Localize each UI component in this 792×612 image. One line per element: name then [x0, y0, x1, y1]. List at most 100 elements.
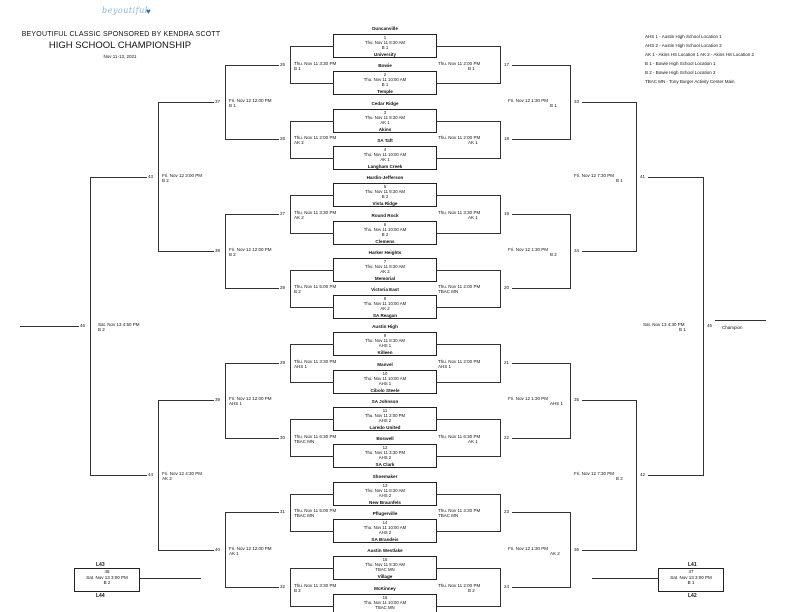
team-top: Bowie: [378, 63, 392, 69]
game-time: Fri. Nov 12 4:30 PM: [162, 470, 203, 476]
game-number: 32: [280, 583, 286, 589]
game-location: TBAC MN: [294, 438, 315, 444]
consolation-bottom: L42: [688, 593, 697, 599]
bracket-line: [570, 512, 571, 588]
team-top: McKinney: [374, 585, 396, 591]
game-time: Fri. Nov 12 1:30 PM: [508, 247, 549, 253]
bracket-line: [225, 64, 226, 141]
game-box: [333, 369, 437, 394]
game-location: B 1: [550, 102, 557, 108]
game-number: 15: [382, 557, 388, 563]
bracket-line: [225, 512, 279, 514]
game-location: AK 1: [229, 550, 239, 556]
game-location: AK 1: [468, 438, 478, 444]
team-bottom: Langham Creek: [367, 163, 403, 169]
page-title: HIGH SCHOOL CHAMPIONSHIP: [48, 40, 192, 51]
bracket-line: [225, 363, 279, 365]
legend-item: TBAC MN - Tony Burger Activity Center Ma…: [645, 79, 735, 84]
game-time: Thu. Nov 11 3:30 PM: [294, 359, 337, 365]
bracket-line: [290, 46, 334, 47]
bracket-line: [512, 288, 571, 290]
team-top: Austin High: [372, 324, 398, 330]
game-location: AHS 1: [438, 364, 452, 370]
bracket-line: [140, 578, 201, 579]
game-time: Thu. Nov 11 10:00 AM: [363, 226, 407, 232]
game-time: Fri. Nov 12 12:00 PM: [229, 247, 272, 253]
team-top: Duncanville: [372, 26, 398, 31]
game-time: Thu. Nov 11 3:30 PM: [294, 60, 337, 66]
game-number: 14: [382, 519, 388, 525]
bracket-line: [225, 288, 279, 290]
legend-item: AK 1 - Akins HS Location 1 AK 2 - Akins …: [645, 52, 755, 57]
team-bottom: Memorial: [374, 275, 396, 281]
bracket-line: [290, 419, 334, 420]
game-location: AHS 1: [229, 401, 243, 407]
game-time: Fri. Nov 12 1:30 PM: [508, 97, 549, 103]
game-number: 17: [504, 61, 510, 67]
champion-label: Champion: [722, 324, 743, 330]
game-number: 22: [504, 434, 510, 440]
game-time: Thu. Nov 11 8:30 AM: [364, 189, 406, 195]
game-number: 12: [382, 445, 388, 451]
game-number: 2: [383, 72, 387, 78]
game-number: 42: [640, 471, 646, 477]
legend-item: AHS 2 - Austin High School Location 2: [645, 43, 722, 48]
team-bottom: Village: [377, 574, 393, 580]
game-number: 13: [382, 482, 388, 488]
bracket-line: [636, 101, 637, 253]
team-top: Round Rock: [371, 212, 399, 218]
bracket-line: [437, 493, 501, 495]
game-number: 1: [383, 35, 387, 40]
bracket-line: [648, 176, 704, 178]
bracket-line: [290, 344, 291, 383]
game-number: 28: [280, 285, 286, 291]
game-number: 3: [383, 109, 387, 115]
team-top: Manvel: [377, 361, 393, 367]
game-location: B 1: [687, 580, 695, 585]
game-number: 21: [504, 360, 510, 366]
bracket-line: [158, 101, 214, 103]
bracket-line: [512, 139, 571, 141]
team-bottom: Akins: [378, 126, 392, 132]
bracket-line: [648, 474, 704, 476]
team-top: Hardin-Jefferson: [366, 175, 404, 181]
game-time: Thu. Nov 11 3:30 PM: [438, 209, 481, 215]
game-location: B 2: [103, 580, 111, 585]
game-time: Thu. Nov 11 5:00 PM: [294, 284, 337, 290]
bracket-line: [290, 568, 291, 607]
bracket-line: [225, 512, 226, 588]
bracket-line: [512, 437, 571, 439]
bracket-line: [290, 46, 291, 85]
bracket-line: [512, 363, 571, 365]
bracket-line: [500, 344, 501, 383]
legend-item: AHS 1 - Austin High School Location 1: [645, 34, 722, 39]
team-bottom: SA Reagan: [372, 313, 398, 319]
game-time: Sat. Nov 13 3:00 PM: [86, 574, 128, 580]
game-time: Thu. Nov 11 8:30 AM: [364, 487, 406, 493]
game-location: AHS 1: [550, 401, 564, 407]
logo-heart-icon: ♥: [146, 7, 151, 16]
game-location: B 1: [381, 45, 389, 50]
game-box: [333, 518, 437, 543]
game-box: [333, 257, 437, 282]
bracket-line: [90, 176, 91, 476]
bracket-line: [225, 139, 279, 141]
game-time: Thu. Nov 11 2:00 PM: [438, 135, 481, 141]
bracket-line: [225, 363, 226, 439]
game-location: AK 1: [380, 119, 390, 125]
bracket-line: [158, 549, 214, 551]
bracket-line: [290, 232, 334, 234]
game-location: TBAC MN: [438, 289, 459, 295]
game-location: B 2: [294, 587, 301, 593]
game-location: AK 2: [162, 475, 172, 481]
game-location: B 2: [229, 252, 236, 258]
game-location: B 2: [616, 475, 623, 481]
bracket-line: [290, 120, 334, 122]
game-time: Thu. Nov 11 8:30 AM: [364, 114, 406, 120]
bracket-line: [290, 195, 334, 197]
game-location: AHS 1: [378, 343, 392, 349]
team-top: Austin Westlake: [367, 548, 403, 554]
game-time: Thu. Nov 11 2:00 PM: [438, 60, 481, 66]
game-location: AK 2: [294, 214, 304, 220]
